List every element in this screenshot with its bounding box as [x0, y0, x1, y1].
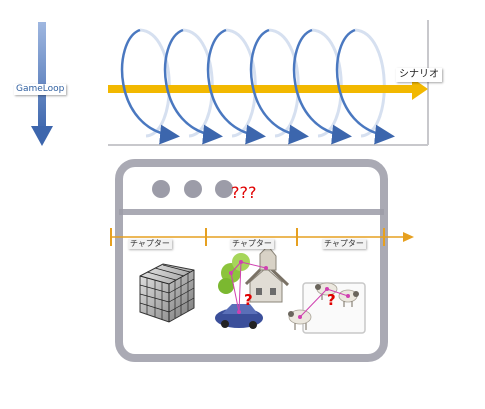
window-dot-3 [215, 180, 233, 198]
loop-back-arcs [139, 28, 386, 138]
loop-spirals [120, 28, 395, 145]
chapter-label-1: チャプター [128, 239, 172, 249]
house-tree-car-icon [215, 245, 290, 329]
sheep-flock-icon [288, 282, 366, 334]
chapter-label-2: チャプター [230, 239, 274, 249]
window-dot-2 [184, 180, 202, 198]
loop-frame [108, 20, 429, 146]
scenario-timeline [108, 78, 428, 100]
gameloop-arrow [31, 22, 53, 146]
cube-icon [139, 263, 195, 323]
chapter-timeline [110, 228, 414, 246]
gameloop-label: GameLoop [14, 84, 67, 95]
window-dot-1 [152, 180, 170, 198]
unknown-title: ??? [231, 183, 257, 202]
question-mark-house: ? [244, 291, 253, 309]
scenario-label: シナリオ [396, 68, 442, 82]
question-mark-sheep: ? [327, 291, 336, 309]
chapter-label-3: チャプター [322, 239, 366, 249]
